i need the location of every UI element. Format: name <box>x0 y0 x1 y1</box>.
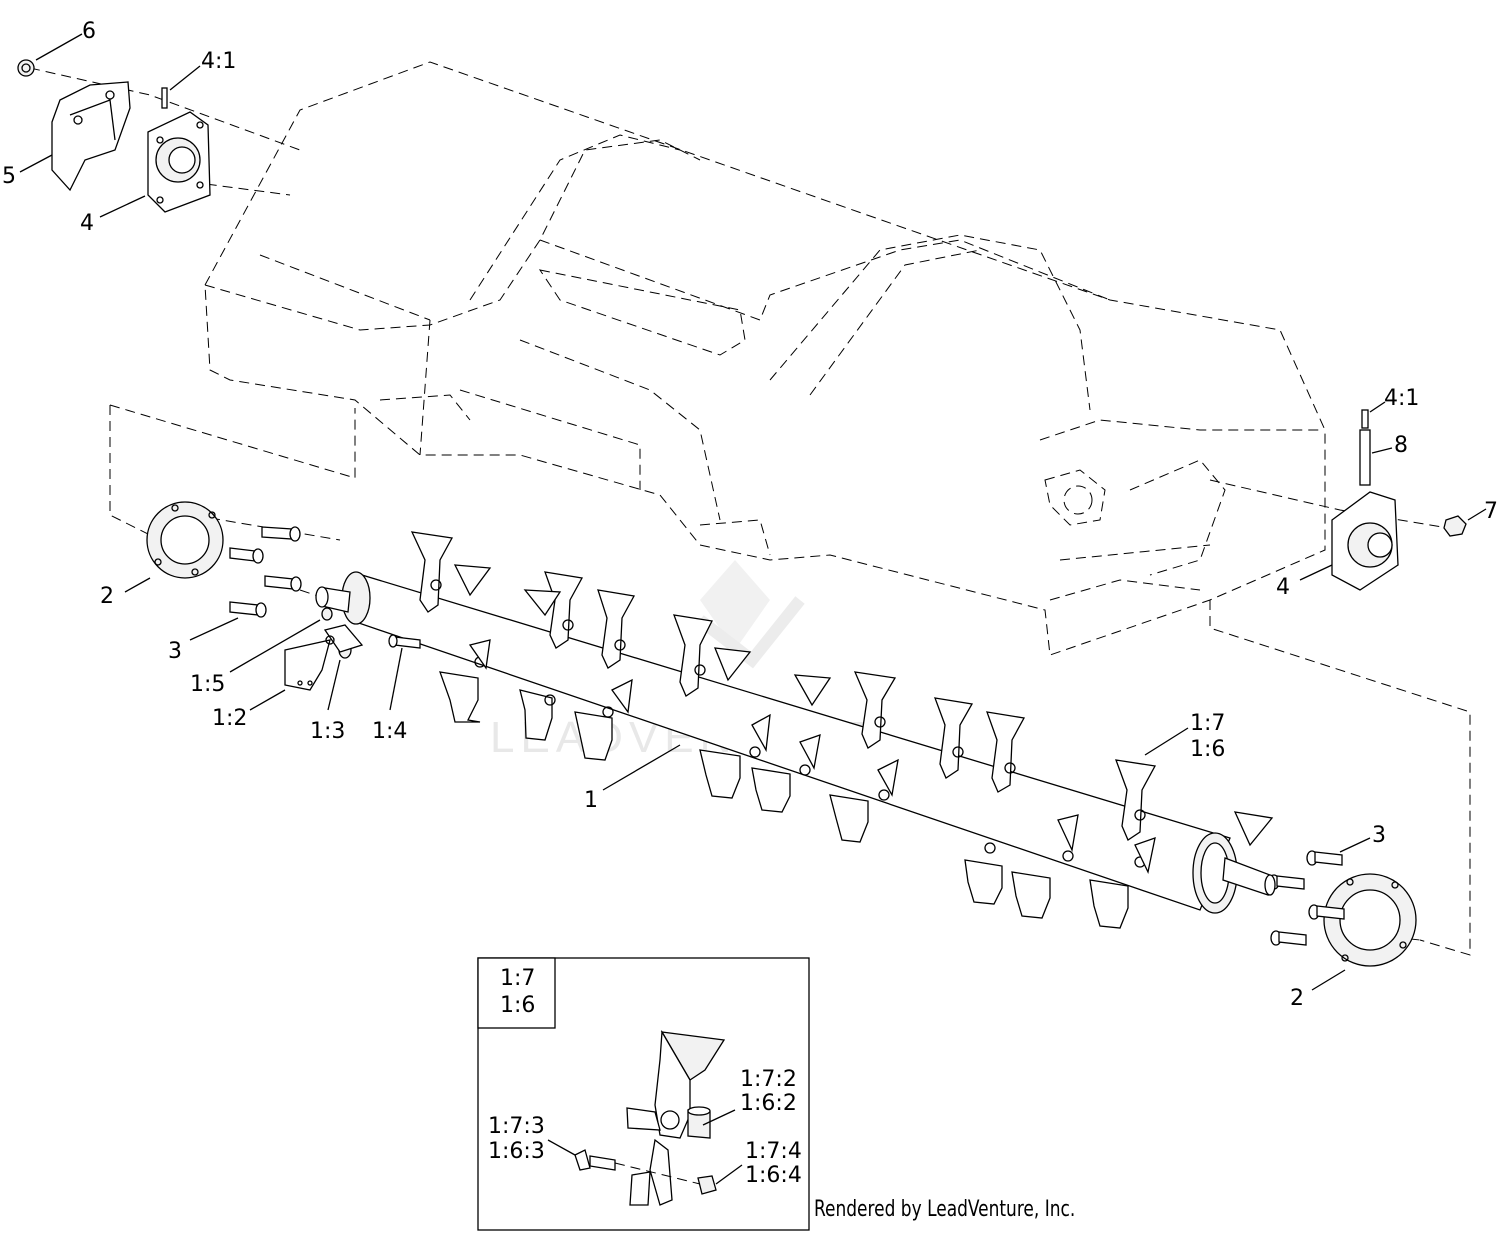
grease-fitting-4-1-right <box>1361 409 1369 429</box>
bolt-1-4 <box>388 634 421 649</box>
rotor-tines <box>410 531 1274 929</box>
detail-callout-1-6-2: 1:6:2 <box>740 1091 797 1116</box>
tine <box>673 614 752 697</box>
callout-6: 6 <box>82 19 96 44</box>
nut-7 <box>1443 515 1467 537</box>
detail-callout-1-7-3: 1:7:3 <box>488 1114 545 1139</box>
detail-inset: 1:7 1:6 1:7:2 1:6:2 1:7:3 1:6:3 1:7:4 1 <box>477 957 810 1231</box>
callout-4-1-left: 4:1 <box>201 49 236 74</box>
tine <box>439 639 491 723</box>
render-credit: Rendered by LeadVenture, Inc. <box>814 1197 1076 1222</box>
callout-1: 1 <box>584 788 598 813</box>
callout-3-right: 3 <box>1372 823 1386 848</box>
detail-callout-1-6-3: 1:6:3 <box>488 1139 545 1164</box>
tine <box>574 678 633 761</box>
callout-1-4: 1:4 <box>372 719 407 744</box>
callouts: 6 4:1 5 4 4:1 8 7 4 2 3 1:5 1:2 1:3 1:4 … <box>2 19 1498 1011</box>
tine <box>519 689 556 741</box>
tine <box>1011 814 1079 919</box>
tine-1-2 <box>284 639 331 691</box>
detail-leader-lines <box>547 1109 743 1185</box>
detail-callout-1-6-4: 1:6:4 <box>745 1163 802 1188</box>
callout-4-left: 4 <box>80 211 94 236</box>
callout-8: 8 <box>1394 433 1408 458</box>
rotor-shaft-1 <box>315 571 1276 914</box>
bearing-guard-5 <box>51 81 131 192</box>
grease-fitting-4-1-left <box>161 87 168 109</box>
tine-holder-left <box>323 624 364 653</box>
tine <box>751 734 821 813</box>
detail-callout-1-7-2: 1:7:2 <box>740 1067 797 1092</box>
callout-5: 5 <box>2 164 16 189</box>
callout-7: 7 <box>1484 499 1498 524</box>
callout-1-6: 1:6 <box>1190 737 1225 762</box>
leader-lines <box>19 33 1487 991</box>
callout-1-2: 1:2 <box>212 706 247 731</box>
tine <box>829 758 899 843</box>
tine <box>523 571 584 649</box>
tine <box>597 589 636 669</box>
callout-2-left: 2 <box>100 584 114 609</box>
end-plate-2-left <box>146 501 224 579</box>
nut-1-5 <box>321 607 333 621</box>
callout-2-right: 2 <box>1290 986 1304 1011</box>
tine <box>410 531 492 613</box>
assembly-lines <box>29 67 1471 956</box>
bolts-3-left <box>229 526 302 618</box>
detail-callout-1-7-4: 1:7:4 <box>745 1139 802 1164</box>
tine <box>934 697 974 779</box>
pin-8 <box>1359 429 1371 486</box>
tine <box>986 711 1026 793</box>
callout-3-left: 3 <box>168 639 182 664</box>
detail-header-1-6: 1:6 <box>500 993 535 1018</box>
flange-bearing-4-left <box>147 111 211 213</box>
detail-header-box <box>477 957 556 1029</box>
callout-4-1-right: 4:1 <box>1384 386 1419 411</box>
tine <box>699 713 771 799</box>
callout-1-3: 1:3 <box>310 719 345 744</box>
flange-bearing-4-right <box>1331 491 1399 591</box>
tiller-housing <box>204 61 1326 656</box>
detail-header-1-7: 1:7 <box>500 966 535 991</box>
tine <box>964 842 1003 905</box>
callout-1-7: 1:7 <box>1190 711 1225 736</box>
callout-1-5: 1:5 <box>190 672 225 697</box>
tine <box>1089 837 1156 929</box>
nut-6 <box>17 59 35 77</box>
detail-tine-assembly <box>574 1029 726 1206</box>
tine <box>793 671 897 749</box>
end-plate-2-right <box>1323 873 1417 967</box>
callout-4-right: 4 <box>1276 575 1290 600</box>
tine <box>1115 759 1274 847</box>
